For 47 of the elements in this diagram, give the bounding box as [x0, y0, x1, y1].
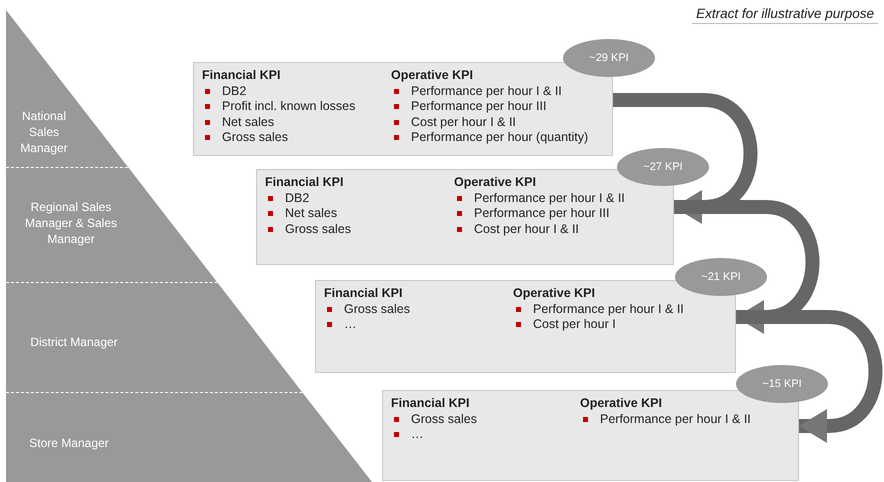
level-label: Store Manager — [28, 435, 110, 451]
kpi-count-badge: ~15 KPI — [736, 365, 828, 403]
curved-arrow — [613, 93, 758, 224]
list-item: Gross sales — [202, 130, 356, 146]
curved-arrow — [736, 310, 882, 443]
column-heading: Operative KPI — [454, 175, 537, 190]
list-item: Cost per hour I & II — [391, 114, 588, 130]
list-item: Profit incl. known losses — [202, 99, 356, 114]
list-item: Cost per hour I — [513, 317, 684, 332]
list-item: Performance per hour I & II — [391, 84, 588, 99]
pyramid-level — [6, 392, 372, 482]
column-heading: Financial KPI — [391, 396, 470, 412]
list-item: Gross sales — [391, 412, 477, 427]
list-item: Performance per hour I & II — [580, 412, 751, 427]
kpi-panel — [382, 390, 799, 481]
column-heading: Financial KPI — [324, 286, 404, 302]
kpi-panel — [256, 169, 674, 265]
list-item: Performance per hour III — [454, 206, 625, 222]
list-item: Performance per hour I & II — [454, 190, 625, 206]
list-item: Performance per hour (quantity) — [391, 130, 588, 146]
pyramid-level — [6, 282, 302, 392]
level-label: Regional Sales Manager & Sales Manager — [24, 199, 118, 247]
list-item: Performance per hour I & II — [513, 302, 684, 317]
kpi-count-badge: ~21 KPI — [675, 258, 767, 296]
list-item: Gross sales — [324, 302, 410, 317]
list-item: Gross sales — [265, 222, 351, 237]
list-item: Net sales — [265, 206, 351, 222]
note: Extract for illustrative purpose — [692, 6, 878, 24]
list-item: … — [324, 317, 410, 332]
kpi-count-badge: ~29 KPI — [563, 39, 655, 77]
column-heading: Operative KPI — [580, 396, 663, 412]
level-label: National Sales Manager — [19, 108, 69, 156]
kpi-panel — [315, 280, 736, 373]
list-item: DB2 — [265, 190, 351, 206]
list-item: … — [391, 427, 477, 442]
list-item: DB2 — [202, 84, 356, 99]
kpi-count-badge: ~27 KPI — [617, 148, 709, 186]
column-heading: Financial KPI — [202, 68, 282, 84]
kpi-panel — [193, 62, 613, 156]
column-heading: Operative KPI — [513, 286, 596, 302]
list-item: Net sales — [202, 114, 356, 130]
column-heading: Operative KPI — [391, 68, 474, 84]
list-item: Performance per hour III — [391, 99, 588, 114]
column-heading: Financial KPI — [265, 175, 344, 190]
curved-arrow — [674, 200, 820, 334]
list-item: Cost per hour I & II — [454, 222, 625, 237]
level-label: District Manager — [29, 334, 119, 350]
